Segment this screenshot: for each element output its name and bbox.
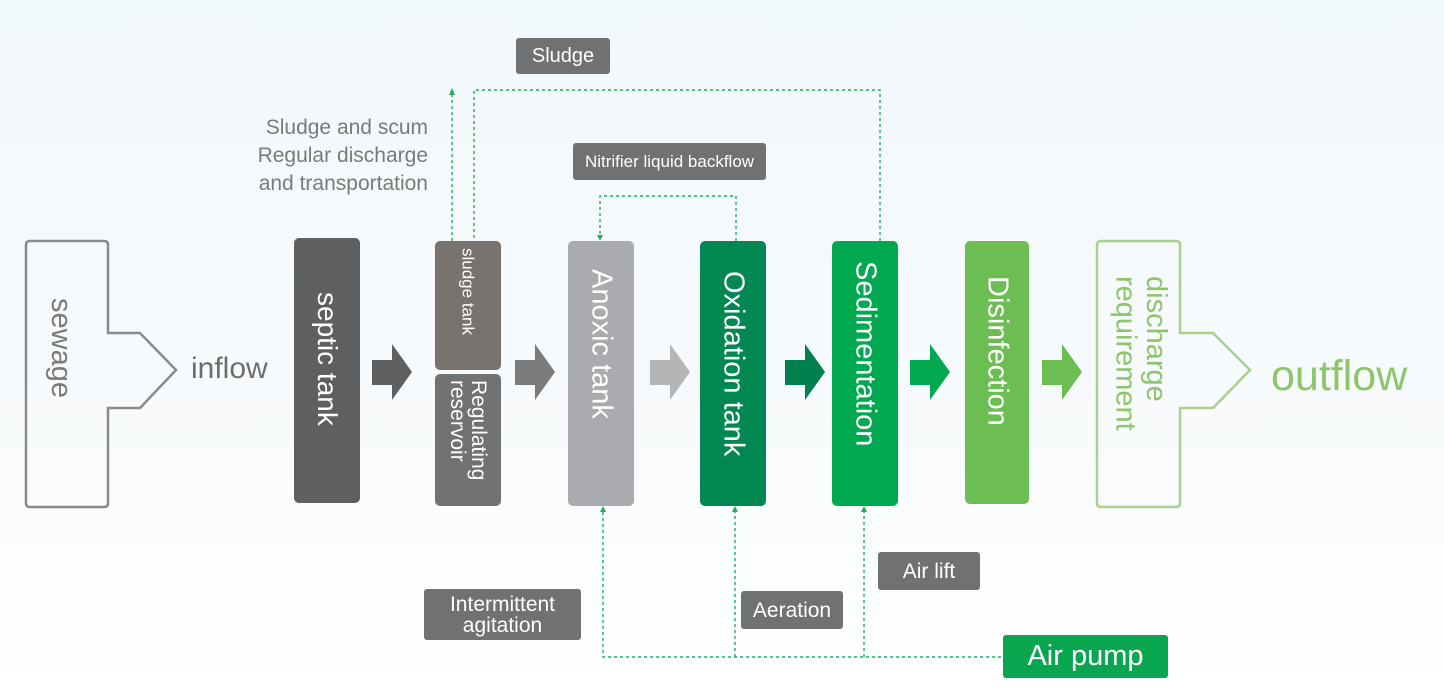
air-lift-label: Air lift [902,559,956,583]
disinfection-box: Disinfection [965,241,1029,504]
inflow-label: inflow [191,352,268,385]
air-lift-box: Air lift [878,552,980,590]
flow-arrow-3 [650,344,690,400]
disinfection-label: Disinfection [981,276,1014,426]
discharge-arrow-shape [1095,239,1252,509]
nitrifier-backflow-box: Nitrifier liquid backflow [573,143,766,180]
sludge-return-line [473,89,881,241]
nitrifier-backflow-label: Nitrifier liquid backflow [584,152,755,171]
air-lift-arrowhead [861,506,867,512]
anoxic-air-arrowhead [600,506,606,512]
oxidation-tank-box: Oxidation tank [700,241,766,506]
flow-arrow-1 [372,344,412,400]
anoxic-tank-label: Anoxic tank [585,269,618,419]
flow-arrow-6 [1042,344,1082,400]
septic-tank-label: septic tank [312,292,343,426]
flow-arrow-4 [785,344,825,400]
sludge-tank-box: sludge tank [435,241,501,370]
sewage-label: sewage [45,298,77,398]
regulating-reservoir-box: Regulating reservoir [435,374,501,506]
sedimentation-label: Sedimentation [849,261,882,447]
discharge-requirement-label: discharge requirement [1109,276,1172,431]
sludge-scum-line-3: and transportation [258,172,428,195]
sludge-tank-label: sludge tank [458,248,478,335]
oxidation-tank-label: Oxidation tank [717,271,750,457]
nitrifier-backflow-line [599,195,737,241]
aeration-label: Aeration [752,598,832,622]
sewage-arrow-shape [24,239,178,509]
outflow-label: outflow [1271,352,1408,400]
intermittent-label: Intermittent [449,592,556,616]
sludge-label: Sludge [531,45,595,67]
scum-arrowhead [449,88,455,95]
intermittent-agitation-box: Intermittent agitation [424,589,581,640]
flow-arrow-2 [515,344,555,400]
anoxic-tank-box: Anoxic tank [568,241,634,506]
air-pump-box: Air pump [1003,635,1168,678]
air-distribution-line [602,512,1003,658]
sedimentation-box: Sedimentation [832,241,898,506]
air-pump-label: Air pump [1027,640,1144,672]
regulating-reservoir-label: Regulating reservoir [446,380,490,481]
sludge-scum-text: Sludge and scum Regular discharge and tr… [220,114,428,198]
septic-tank-box: septic tank [294,238,360,503]
backflow-arrowhead [597,235,603,241]
sludge-scum-line-2: Regular discharge [257,144,428,167]
sludge-scum-line-1: Sludge and scum [265,116,428,139]
aeration-arrowhead [732,506,738,512]
sludge-label-box: Sludge [516,38,610,74]
flow-arrow-5 [910,344,950,400]
aeration-box: Aeration [741,591,843,629]
agitation-label: agitation [462,613,543,637]
